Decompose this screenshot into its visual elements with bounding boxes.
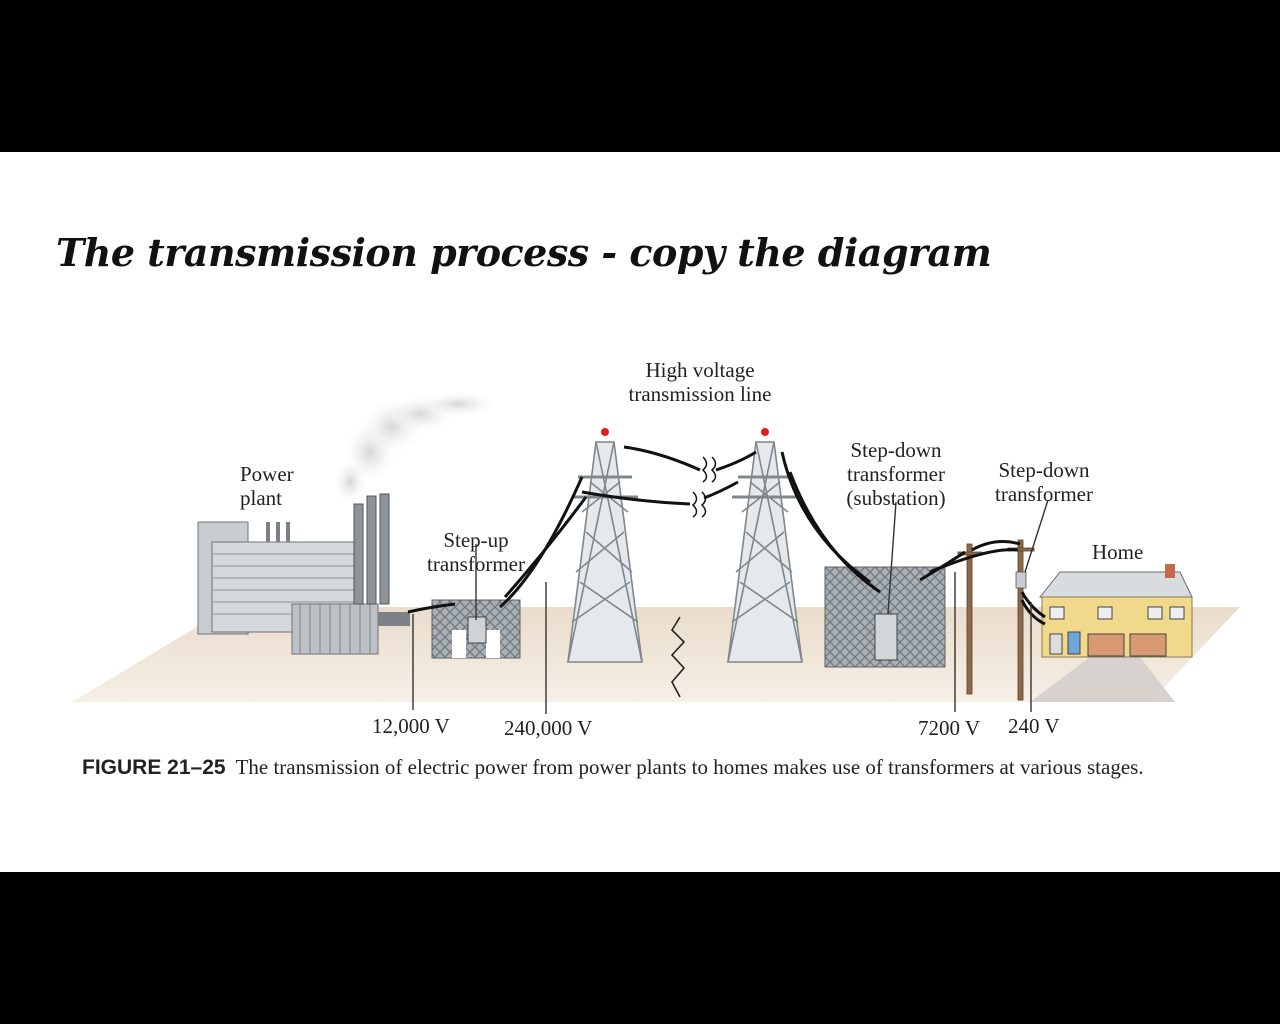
tower-1	[567, 428, 643, 663]
step-up-transformer	[431, 599, 521, 659]
tower-2	[727, 428, 803, 663]
substation-label: Step-down transformer (substation)	[846, 438, 946, 510]
driveway	[1030, 657, 1175, 702]
power-plant-label: Power plant	[240, 462, 294, 510]
utility-poles	[957, 539, 1035, 701]
slide-title: The transmission process - copy the diag…	[56, 230, 992, 275]
slide: The transmission process - copy the diag…	[0, 152, 1280, 872]
voltage-label-distribution: 7200 V	[918, 716, 981, 740]
home-house	[1038, 564, 1193, 658]
power-wires	[407, 445, 1046, 626]
step-up-transformer-label: Step-up transformer	[427, 528, 525, 576]
wire-break-marks	[691, 456, 717, 518]
transmission-diagram	[72, 392, 1240, 714]
voltage-label-transmission: 240,000 V	[504, 716, 593, 740]
power-plant-building	[197, 493, 410, 655]
letterbox-bottom	[0, 872, 1280, 1024]
step-down-transformer-label: Step-down transformer	[995, 458, 1093, 506]
figure-caption-text: The transmission of electric power from …	[235, 755, 1144, 779]
figure-number: FIGURE 21–25	[82, 756, 226, 779]
voltage-label-plant: 12,000 V	[372, 714, 450, 738]
home-label: Home	[1092, 540, 1144, 564]
smoke	[334, 392, 496, 504]
leader-lines	[412, 499, 1049, 714]
substation-transformer	[824, 566, 946, 668]
figure-caption: FIGURE 21–25 The transmission of electric…	[82, 752, 1202, 783]
letterbox-top	[0, 0, 1280, 152]
high-voltage-line-label: High voltage transmission line	[628, 358, 772, 406]
voltage-label-home: 240 V	[1008, 714, 1060, 738]
break-symbol	[670, 616, 686, 698]
